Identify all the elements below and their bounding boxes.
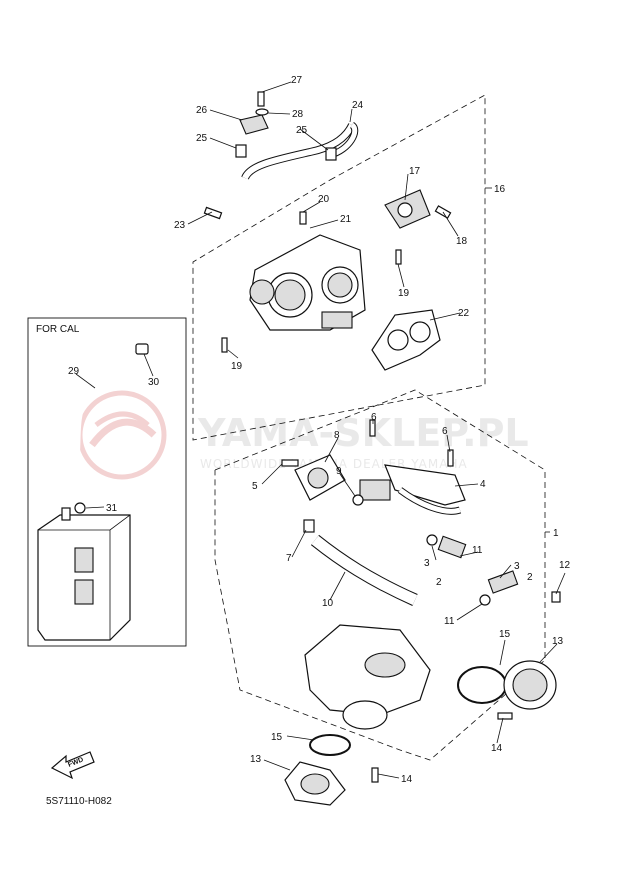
callout-4: 4 <box>480 479 486 490</box>
callout-8: 8 <box>334 430 340 441</box>
assembly-outline-1 <box>214 389 546 761</box>
intake-manifold <box>304 624 431 730</box>
callout-25b: 25 <box>296 125 308 136</box>
callout-3b: 3 <box>514 561 520 572</box>
screw-19a <box>221 337 228 353</box>
callout-10: 10 <box>322 598 334 609</box>
screw-27 <box>257 91 265 107</box>
clip-7 <box>303 519 315 533</box>
callout-19a: 19 <box>398 288 410 299</box>
clip-25a <box>235 144 247 158</box>
callout-11b: 11 <box>444 616 455 627</box>
leader-lines <box>75 81 566 779</box>
fuel-rail-4 <box>359 464 466 515</box>
callout-14b: 14 <box>401 774 413 785</box>
clip-25b <box>325 147 337 161</box>
callout-9: 9 <box>336 466 342 477</box>
assembly-outline-16 <box>192 94 486 441</box>
bolt-14b <box>371 767 379 783</box>
callout-15a: 15 <box>499 629 511 640</box>
callout-26: 26 <box>196 105 208 116</box>
watermark-main-text: YAMA-SKLEP.PL <box>197 411 529 455</box>
watermark: YAMA-SKLEP.PL WORLDWIDE YAMAHA DEALER YA… <box>77 390 529 480</box>
charcoal-canister <box>37 514 131 641</box>
callout-24: 24 <box>352 100 364 111</box>
callout-14a: 14 <box>491 743 503 754</box>
callout-7: 7 <box>286 553 292 564</box>
callout-2a: 2 <box>436 577 442 588</box>
callout-11a: 11 <box>472 545 483 556</box>
callout-29: 29 <box>68 366 80 377</box>
upper-hose-group <box>235 91 359 181</box>
callout-13b: 13 <box>250 754 262 765</box>
callout-13a: 13 <box>552 636 564 647</box>
diagram-code: 5S71110-H082 <box>46 796 112 807</box>
bolt-6a <box>369 419 376 437</box>
callout-6b: 6 <box>442 426 448 437</box>
clamp-15a <box>457 666 507 704</box>
bolt-6b <box>447 449 454 467</box>
callout-1: 1 <box>553 528 559 539</box>
fwd-arrow-icon: FWD <box>50 751 95 780</box>
pressure-regulator-8 <box>281 454 364 506</box>
o-ring-9 <box>352 494 364 506</box>
callout-31: 31 <box>106 503 118 514</box>
bolt-23 <box>203 206 223 220</box>
inset-frame <box>27 317 187 647</box>
bolt-14a <box>497 712 513 720</box>
callout-15b: 15 <box>271 732 283 743</box>
inset-title: FOR CAL <box>36 324 80 335</box>
callout-16: 16 <box>494 184 506 195</box>
callout-28: 28 <box>292 109 304 120</box>
watermark-logo-icon <box>77 390 167 480</box>
callout-23: 23 <box>174 220 186 231</box>
bolt-5 <box>281 459 299 467</box>
callout-22: 22 <box>458 308 470 319</box>
callout-2b: 2 <box>527 572 533 583</box>
hose-clamp-31 <box>74 502 86 514</box>
cal-inset: FOR CAL <box>27 317 187 647</box>
callout-20: 20 <box>318 194 330 205</box>
pressure-sensor-26 <box>239 114 269 135</box>
callout-19b: 19 <box>231 361 243 372</box>
gasket-22 <box>371 309 441 371</box>
throttle-sensor-17 <box>384 189 452 229</box>
callout-18: 18 <box>456 236 468 247</box>
clamp-15b <box>309 734 351 756</box>
callout-25a: 25 <box>196 133 208 144</box>
callouts: 27 26 28 24 25 25 16 17 20 21 23 18 19 1… <box>68 75 571 785</box>
callout-17: 17 <box>409 166 421 177</box>
injector-left <box>426 534 467 559</box>
pin-20 <box>299 211 307 225</box>
callout-5: 5 <box>252 481 258 492</box>
callout-27: 27 <box>291 75 303 86</box>
callout-21: 21 <box>340 214 352 225</box>
hose-clip-30 <box>135 343 149 355</box>
callout-30: 30 <box>148 377 160 388</box>
injector-right <box>479 570 519 606</box>
washer-28 <box>255 108 269 116</box>
callout-12: 12 <box>559 560 571 571</box>
clip-12 <box>551 591 561 603</box>
callout-3a: 3 <box>424 558 430 569</box>
callout-6a: 6 <box>371 412 377 423</box>
screw-19b <box>395 249 402 265</box>
throttle-body <box>203 206 366 331</box>
